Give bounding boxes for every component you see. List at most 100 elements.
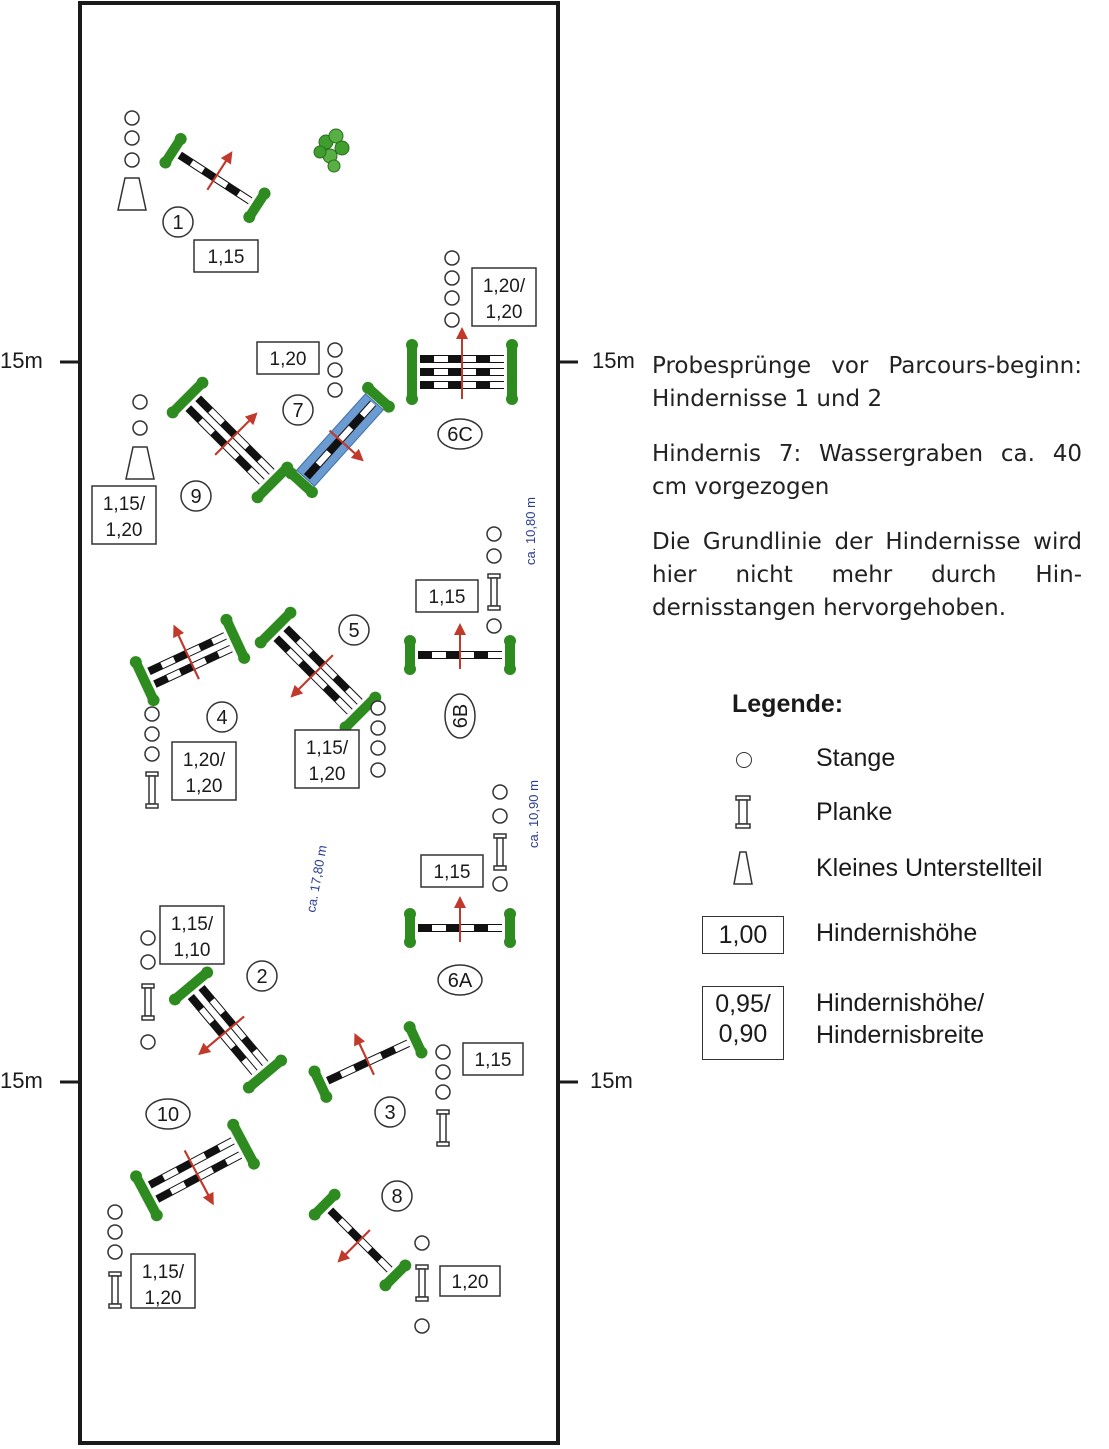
obstacle-number-5: 5	[338, 614, 370, 646]
obstacle-height-text: 1,15	[208, 247, 245, 268]
fence-wing	[169, 379, 206, 416]
fence-wing-bottom	[238, 651, 251, 664]
obstacle-height-text: 1,20	[452, 1272, 489, 1293]
fence-rail-stripe	[320, 662, 338, 680]
marker-right-bottom: 15m	[590, 1068, 633, 1093]
pole-icon	[700, 740, 790, 780]
legend-row-stange: Stange	[700, 740, 1100, 780]
fence-rail-stripe	[286, 648, 303, 665]
obstacle-number-10: 10	[145, 1098, 191, 1130]
fence-10	[130, 1118, 260, 1222]
fence-rail-stripe	[217, 1138, 235, 1151]
fence-wing-top	[506, 339, 518, 351]
plank-icon	[145, 771, 159, 809]
legend-height-width-box: 0,95/ 0,90	[702, 986, 784, 1060]
pole-icon	[444, 270, 460, 286]
fence-wing-top	[504, 908, 516, 920]
direction-arrow-head	[220, 151, 233, 165]
fence-rail-stripe	[222, 442, 240, 460]
fence-rail-stripe	[232, 432, 250, 450]
fence-wing-bottom	[382, 400, 395, 413]
direction-arrow-head	[354, 1032, 365, 1047]
fence-rail-stripe	[209, 998, 226, 1015]
fence-wing	[171, 968, 211, 1003]
legend-height-box: 1,00	[702, 916, 784, 954]
obstacle-number-text: 6C	[447, 424, 473, 446]
fence-wing	[342, 694, 379, 731]
fence-rail-stripe	[434, 369, 448, 375]
fence-wing-top	[275, 1054, 288, 1067]
plank-icon	[700, 792, 790, 832]
fence-rail-stripe	[434, 356, 448, 362]
fence-wing-top	[403, 1021, 416, 1034]
legend-label-hoehe-breite-2: Hindernisbreite	[816, 1021, 985, 1049]
fence-wing-top	[284, 606, 297, 619]
fence-wing	[245, 1057, 285, 1092]
direction-arrow-head	[202, 1191, 214, 1206]
obstacle-height-7: 1,20	[256, 341, 320, 375]
fence-rail-stripe	[166, 669, 182, 681]
fence-wing-bottom	[243, 210, 256, 223]
direction-arrow-shaft	[214, 420, 250, 456]
fence-rail-stripe	[252, 1048, 268, 1066]
fence-rail-stripe	[169, 1181, 187, 1195]
pole-icon	[414, 1318, 430, 1334]
fence-rail-stripe	[359, 401, 376, 418]
obstacle-height-3: 1,15	[462, 1042, 524, 1076]
obstacle-number-text: 1	[172, 212, 183, 234]
obstacle-height-text: 1,15	[475, 1050, 512, 1071]
fence-wing	[405, 639, 415, 671]
obstacle-height-6b: 1,15	[415, 579, 479, 613]
pole-icon	[370, 740, 386, 756]
direction-arrow-head	[173, 624, 185, 639]
fence-rail-stripe	[490, 382, 504, 388]
fence-wing-top	[404, 908, 416, 920]
fence-wing-bottom	[147, 694, 160, 707]
legend-row-hoehe: 1,00 Hindernishöhe	[700, 916, 1100, 956]
fence-rail-stripe	[197, 1167, 214, 1180]
fence-wing-top	[406, 339, 418, 351]
fence-rail-stripe	[460, 652, 474, 658]
fence-wing	[131, 659, 158, 703]
obstacle-number-text: 4	[216, 707, 227, 729]
obstacle-height-text: 1,15	[429, 587, 466, 608]
fence-wing-bottom	[308, 1208, 321, 1221]
fence-wing	[507, 343, 517, 401]
fence-rail-stripe	[339, 1065, 356, 1078]
fence-rail-stripe	[490, 369, 504, 375]
bush-icon	[313, 128, 350, 173]
fence-wing-bottom	[404, 663, 416, 675]
fence-wing-bottom	[506, 393, 518, 405]
stand-icon	[117, 177, 147, 211]
legend-label-hoehe-breite-1: Hindernishöhe/	[816, 989, 985, 1017]
obstacle-number-text: 6B	[450, 704, 472, 728]
pole-icon	[492, 784, 508, 800]
pole-icon	[444, 250, 460, 266]
obstacle-number-text: 5	[348, 620, 359, 642]
obstacle-height-text: 1,15/	[171, 914, 214, 935]
fence-rail-stripe	[462, 356, 476, 362]
pole-icon	[435, 1044, 451, 1060]
pole-icon	[144, 746, 160, 762]
obstacle-height-text: 1,15/	[306, 738, 349, 759]
pole-icon	[107, 1204, 123, 1220]
obstacle-number-text: 7	[292, 400, 303, 422]
fence-rail-stripe	[337, 425, 354, 443]
course-notes: Probesprünge vor Parcours-beginn: Hinder…	[652, 350, 1082, 647]
obstacle-height-6c: 1,20/1,20	[471, 267, 537, 327]
obstacle-height-text: 1,20	[270, 349, 307, 370]
obstacle-height-9: 1,15/1,20	[91, 485, 157, 545]
pole-icon	[327, 362, 343, 378]
fence-wing-bottom	[379, 1279, 392, 1292]
fence-rail-stripe	[199, 1007, 215, 1024]
fence-wing-bottom	[251, 491, 264, 504]
obstacle-height-6a: 1,15	[420, 854, 484, 888]
fence-rail-stripe	[191, 657, 207, 670]
obstacle-height-text: 1,20	[186, 776, 223, 797]
fence-wing-bottom	[305, 486, 318, 499]
fence-rail-stripe	[432, 925, 446, 931]
fence-wing-top	[130, 1170, 143, 1183]
fence-rail-stripe	[257, 457, 274, 474]
distance-4-2: ca. 17,80 m	[303, 844, 330, 914]
